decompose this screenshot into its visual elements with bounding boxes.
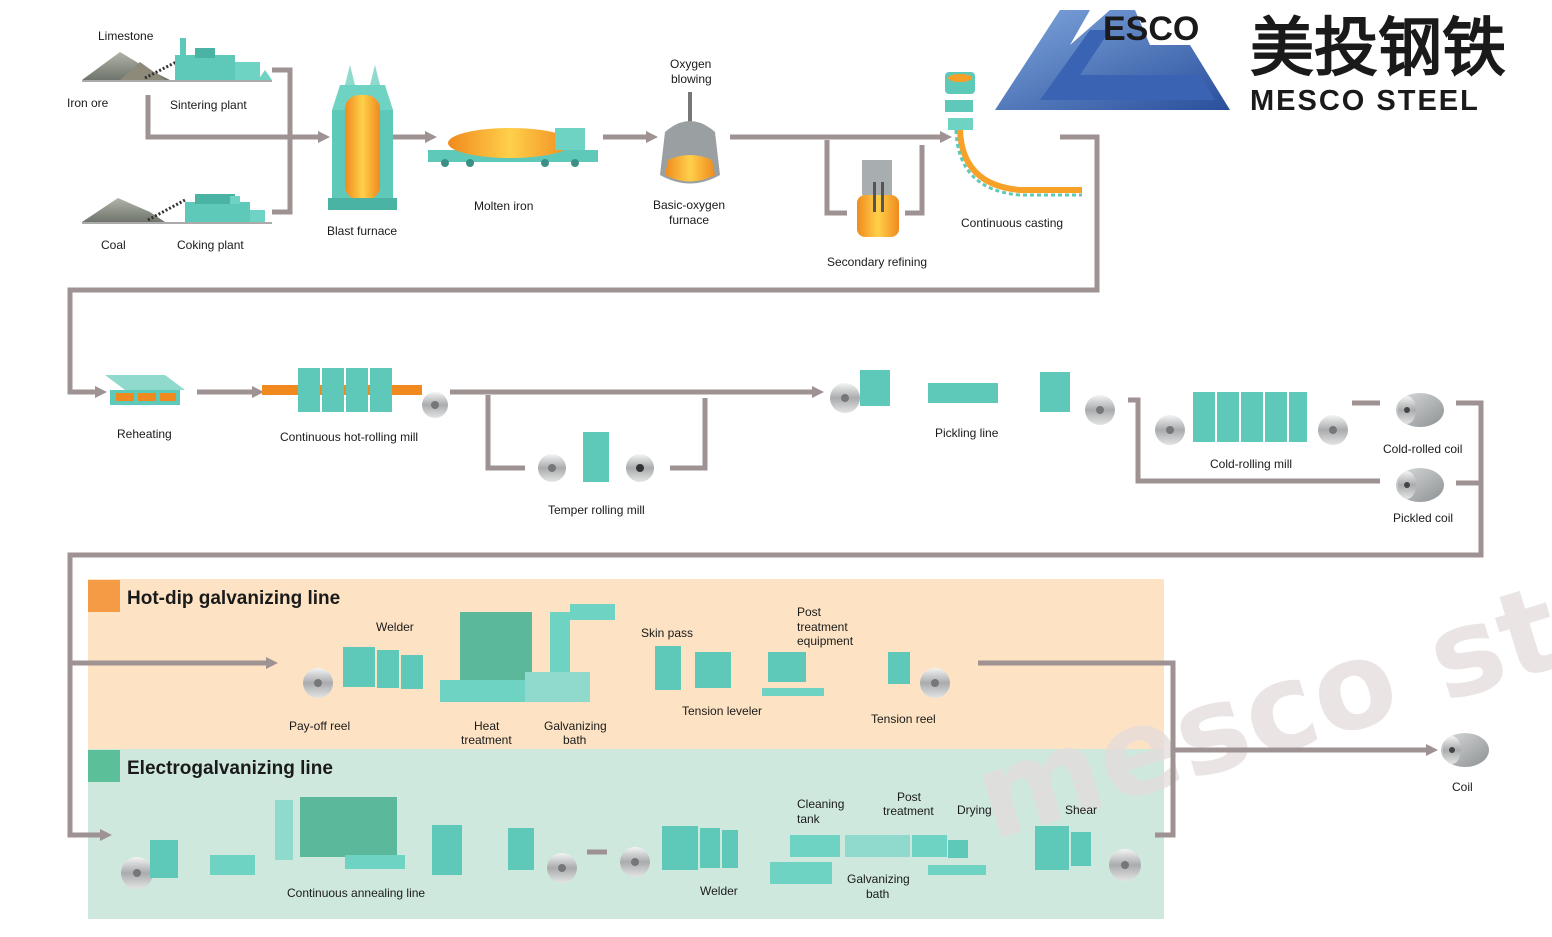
final-coil-icon (1441, 733, 1489, 767)
logo-esco-text: ESCO (1103, 10, 1199, 48)
label-oxygen-blowing-2: blowing (671, 72, 712, 86)
label-eg-cleaning-tank-1: Cleaning (797, 797, 844, 811)
label-blast-furnace: Blast furnace (327, 224, 397, 238)
hot-dip-title: Hot-dip galvanizing line (127, 588, 340, 609)
label-sintering-plant: Sintering plant (170, 98, 247, 112)
label-molten-iron: Molten iron (474, 199, 533, 213)
english-company-name: MESCO STEEL (1250, 85, 1480, 117)
label-secondary-refining: Secondary refining (827, 255, 927, 269)
label-coil: Coil (1452, 780, 1473, 794)
limestone-ironore-pile (82, 52, 272, 82)
label-pickling-line: Pickling line (935, 426, 999, 440)
blast-furnace-icon (328, 65, 397, 210)
molten-iron-car-icon (428, 128, 598, 167)
label-reheating: Reheating (117, 427, 172, 441)
label-coal: Coal (101, 238, 126, 252)
hot-dip-marker (88, 580, 120, 612)
label-hd-tension-reel: Tension reel (871, 712, 936, 726)
continuous-casting-icon (945, 72, 1082, 197)
electro-equipment (121, 797, 1141, 889)
label-temper-rolling-mill: Temper rolling mill (548, 503, 645, 517)
label-eg-welder: Welder (700, 884, 738, 898)
label-pickled-coil: Pickled coil (1393, 511, 1453, 525)
label-eg-cleaning-tank-2: tank (797, 812, 821, 826)
label-iron-ore: Iron ore (67, 96, 109, 110)
label-eg-drying: Drying (957, 803, 992, 817)
coal-pile (82, 198, 272, 224)
electro-title: Electrogalvanizing line (127, 758, 333, 779)
electro-marker (88, 750, 120, 782)
sintering-plant-icon (175, 38, 272, 80)
label-eg-post-treatment-1: Post (897, 790, 922, 804)
label-coking-plant: Coking plant (177, 238, 244, 252)
label-continuous-casting: Continuous casting (961, 216, 1063, 230)
electro-band (88, 749, 1164, 919)
label-hd-galvanizing-bath-2: bath (563, 733, 586, 747)
pickled-coil-icon (1396, 468, 1444, 502)
label-limestone: Limestone (98, 29, 154, 43)
label-cold-rolled-coil: Cold-rolled coil (1383, 442, 1462, 456)
cold-rolling-mill-icon (1155, 392, 1348, 445)
flow-arrowheads (95, 131, 1438, 841)
flow-lines (67, 67, 1484, 855)
temper-rolling-mill-icon (538, 432, 654, 482)
coking-plant-icon (185, 194, 265, 222)
secondary-refining-icon (857, 160, 899, 237)
mesco-logo: ESCO 美投钢铁 MESCO STEEL (995, 10, 1506, 117)
label-hd-skin-pass: Skin pass (641, 626, 693, 640)
label-hd-tension-leveler: Tension leveler (682, 704, 762, 718)
cold-rolled-coil-icon (1396, 393, 1444, 427)
label-hot-rolling-mill: Continuous hot-rolling mill (280, 430, 418, 444)
label-eg-continuous-annealing: Continuous annealing line (287, 886, 425, 900)
label-oxygen-blowing-1: Oxygen (670, 57, 711, 71)
label-hd-payoff-reel: Pay-off reel (289, 719, 350, 733)
basic-oxygen-furnace-icon (660, 92, 720, 184)
label-hd-post-treatment-2: treatment (797, 620, 848, 634)
label-eg-galvanizing-bath-1: Galvanizing (847, 872, 910, 886)
chinese-company-name: 美投钢铁 (1250, 12, 1506, 84)
label-hd-heat-treatment-1: Heat (474, 719, 500, 733)
label-hd-welder: Welder (376, 620, 414, 634)
reheating-furnace-icon (105, 375, 185, 405)
hot-rolling-mill-icon (262, 368, 448, 418)
label-eg-post-treatment-2: treatment (883, 804, 934, 818)
label-cold-rolling-mill: Cold-rolling mill (1210, 457, 1292, 471)
label-bof-2: furnace (669, 213, 709, 227)
hot-dip-equipment (303, 604, 950, 702)
label-hd-galvanizing-bath-1: Galvanizing (544, 719, 607, 733)
label-eg-shear: Shear (1065, 803, 1097, 817)
label-hd-post-treatment-3: equipment (797, 634, 854, 648)
pickling-line-icon (830, 370, 1115, 425)
label-eg-galvanizing-bath-2: bath (866, 887, 889, 901)
label-hd-post-treatment-1: Post (797, 605, 822, 619)
label-hd-heat-treatment-2: treatment (461, 733, 512, 747)
label-bof-1: Basic-oxygen (653, 198, 725, 212)
